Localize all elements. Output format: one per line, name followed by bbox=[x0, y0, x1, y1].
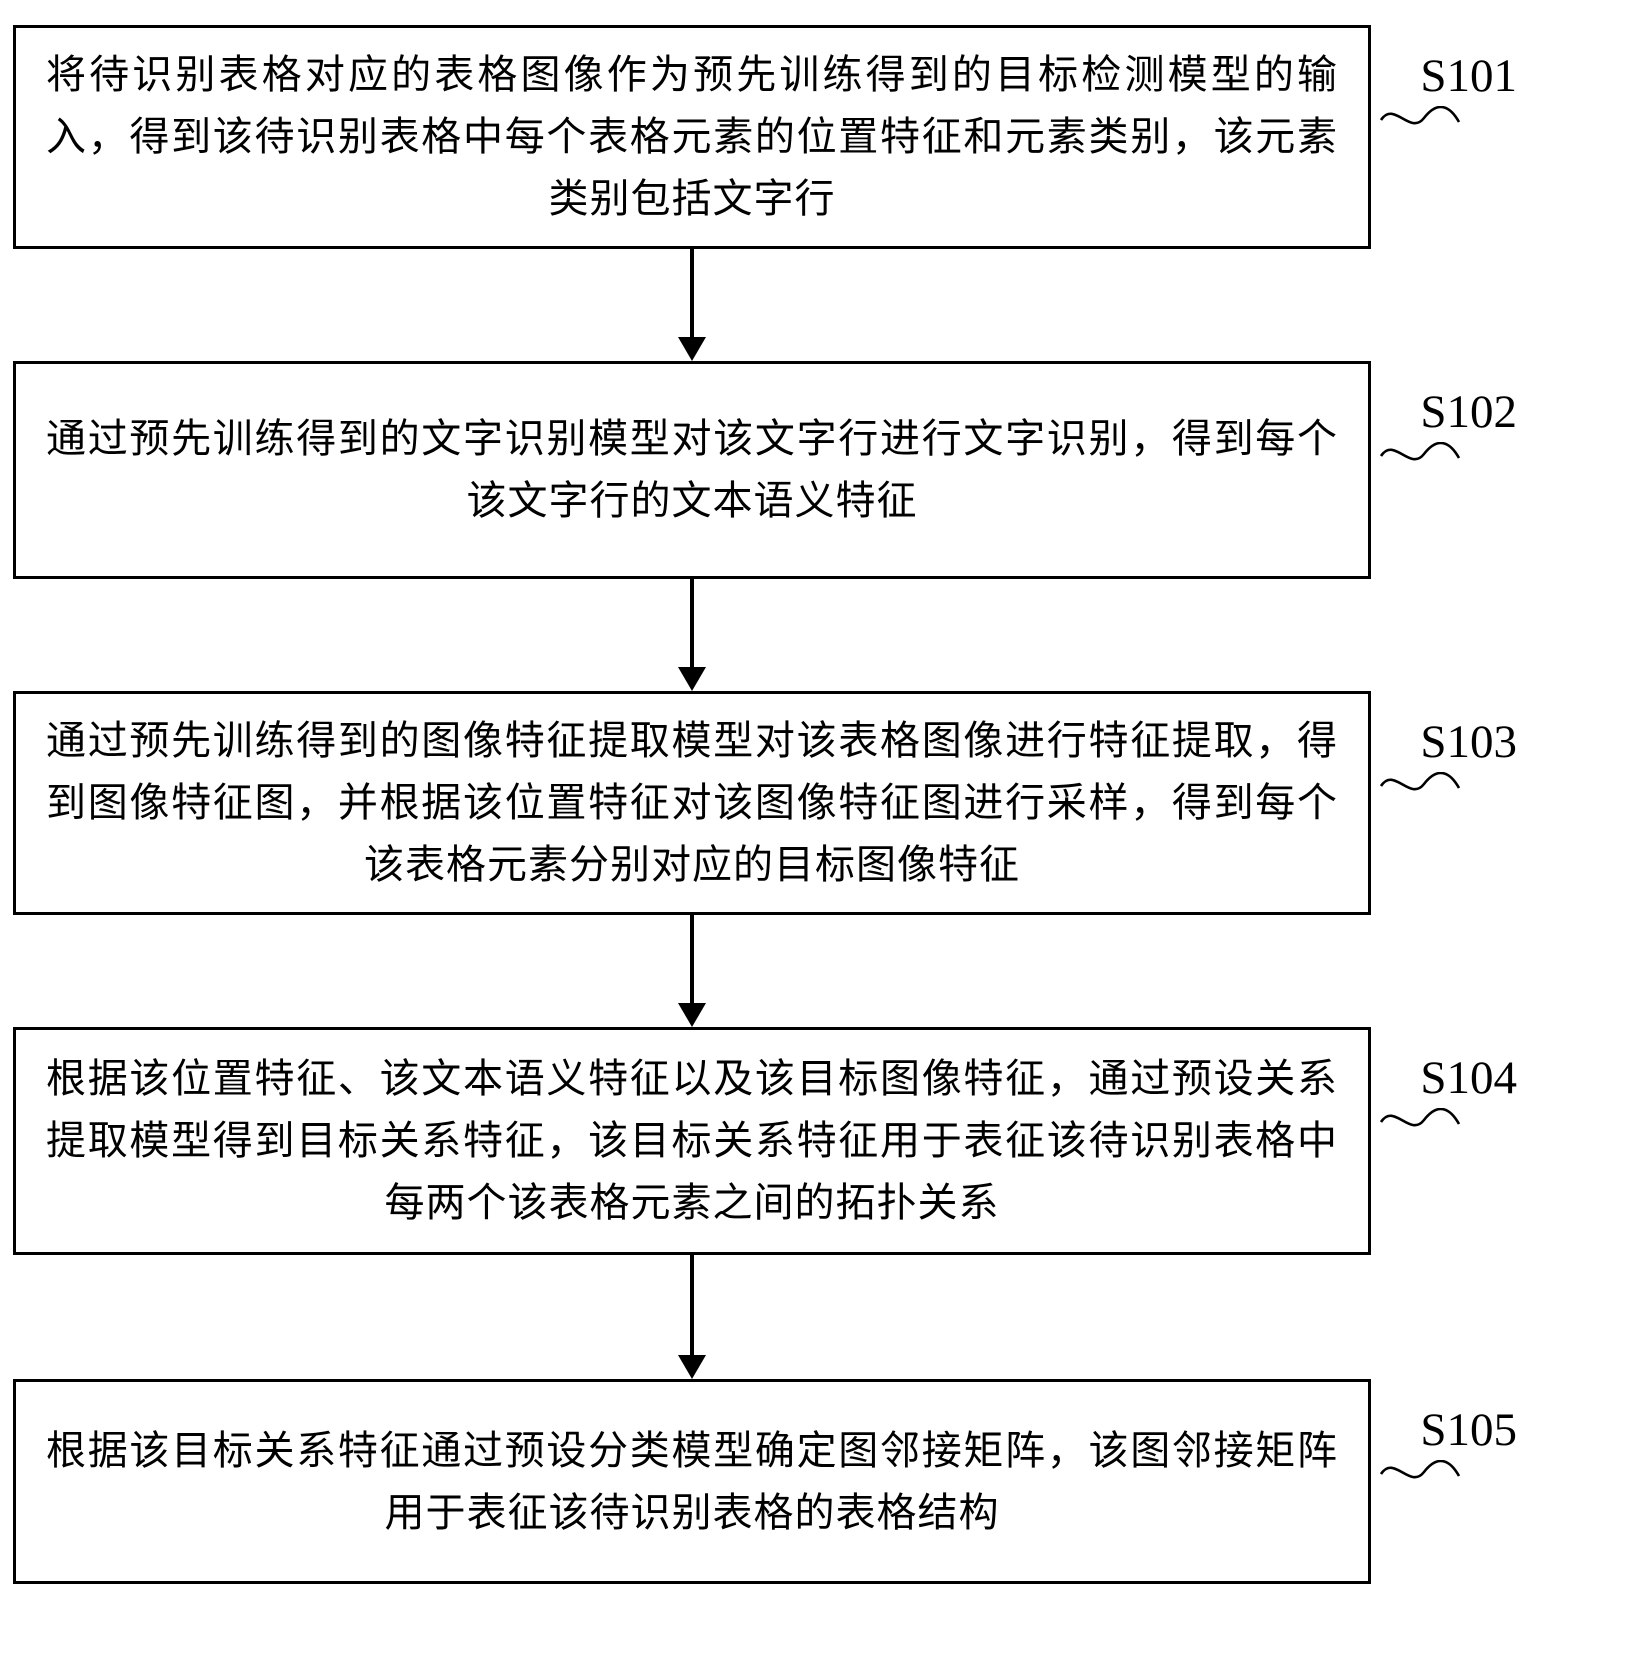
flow-step-text-5: 根据该目标关系特征通过预设分类模型确定图邻接矩阵，该图邻接矩阵用于表征该待识别表… bbox=[46, 1428, 1338, 1535]
step-label-s101: S101 bbox=[1380, 50, 1517, 132]
flow-step-box-5: 根据该目标关系特征通过预设分类模型确定图邻接矩阵，该图邻接矩阵用于表征该待识别表… bbox=[13, 1379, 1371, 1584]
flow-row-5: 根据该目标关系特征通过预设分类模型确定图邻接矩阵，该图邻接矩阵用于表征该待识别表… bbox=[0, 1379, 1637, 1584]
arrow-head-icon bbox=[678, 1355, 706, 1379]
flow-arrow-1 bbox=[13, 249, 1371, 361]
step-label-text: S103 bbox=[1420, 716, 1517, 768]
flow-row-4: 根据该位置特征、该文本语义特征以及该目标图像特征，通过预设关系提取模型得到目标关… bbox=[0, 1027, 1637, 1255]
squiggle-connector-icon bbox=[1380, 1108, 1461, 1127]
squiggle-connector-icon bbox=[1380, 106, 1461, 125]
flow-step-box-1: 将待识别表格对应的表格图像作为预先训练得到的目标检测模型的输入，得到该待识别表格… bbox=[13, 25, 1371, 249]
step-label-text: S101 bbox=[1420, 50, 1517, 102]
flow-step-box-3: 通过预先训练得到的图像特征提取模型对该表格图像进行特征提取，得到图像特征图，并根… bbox=[13, 691, 1371, 915]
flow-row-1: 将待识别表格对应的表格图像作为预先训练得到的目标检测模型的输入，得到该待识别表格… bbox=[0, 25, 1637, 249]
flow-step-box-4: 根据该位置特征、该文本语义特征以及该目标图像特征，通过预设关系提取模型得到目标关… bbox=[13, 1027, 1371, 1255]
arrow-head-icon bbox=[678, 667, 706, 691]
arrow-shaft bbox=[690, 915, 694, 1003]
step-label-text: S105 bbox=[1420, 1404, 1517, 1456]
step-label-text: S104 bbox=[1420, 1052, 1517, 1104]
arrow-head-icon bbox=[678, 1003, 706, 1027]
squiggle-connector-icon bbox=[1380, 772, 1461, 791]
squiggle-connector-icon bbox=[1380, 442, 1461, 461]
step-label-s105: S105 bbox=[1380, 1404, 1517, 1486]
flow-step-text-4: 根据该位置特征、该文本语义特征以及该目标图像特征，通过预设关系提取模型得到目标关… bbox=[46, 1057, 1338, 1225]
step-label-s103: S103 bbox=[1380, 716, 1517, 798]
flow-arrow-3 bbox=[13, 915, 1371, 1027]
arrow-shaft bbox=[690, 579, 694, 667]
flow-step-box-2: 通过预先训练得到的文字识别模型对该文字行进行文字识别，得到每个该文字行的文本语义… bbox=[13, 361, 1371, 579]
flow-row-3: 通过预先训练得到的图像特征提取模型对该表格图像进行特征提取，得到图像特征图，并根… bbox=[0, 691, 1637, 915]
flow-arrow-2 bbox=[13, 579, 1371, 691]
flow-row-2: 通过预先训练得到的文字识别模型对该文字行进行文字识别，得到每个该文字行的文本语义… bbox=[0, 361, 1637, 579]
flow-step-text-1: 将待识别表格对应的表格图像作为预先训练得到的目标检测模型的输入，得到该待识别表格… bbox=[46, 53, 1338, 221]
step-label-text: S102 bbox=[1420, 386, 1517, 438]
step-label-s102: S102 bbox=[1380, 386, 1517, 468]
arrow-shaft bbox=[690, 1255, 694, 1355]
arrow-shaft bbox=[690, 249, 694, 337]
step-label-s104: S104 bbox=[1380, 1052, 1517, 1134]
arrow-head-icon bbox=[678, 337, 706, 361]
flow-arrow-4 bbox=[13, 1255, 1371, 1379]
flow-step-text-3: 通过预先训练得到的图像特征提取模型对该表格图像进行特征提取，得到图像特征图，并根… bbox=[46, 719, 1338, 887]
squiggle-connector-icon bbox=[1380, 1460, 1461, 1479]
flow-step-text-2: 通过预先训练得到的文字识别模型对该文字行进行文字识别，得到每个该文字行的文本语义… bbox=[46, 417, 1338, 523]
